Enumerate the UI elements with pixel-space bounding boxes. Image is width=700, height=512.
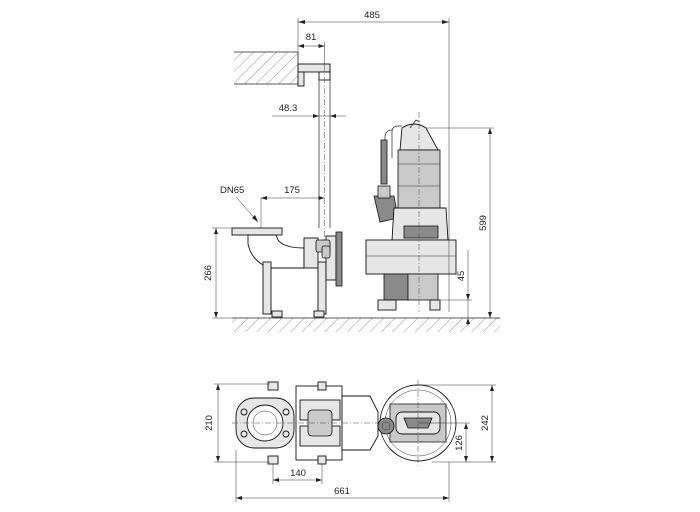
- dimension-242: 242: [418, 384, 496, 463]
- dim-175-label: 175: [284, 185, 300, 196]
- dimension-485: 485: [297, 10, 450, 312]
- dimension-661: 661: [235, 450, 450, 502]
- dimension-81: 81: [298, 32, 325, 66]
- label-dn65: DN65: [220, 185, 259, 223]
- dimension-126: 126: [418, 422, 470, 463]
- dimension-210: 210: [204, 383, 270, 463]
- dim-45-label: 45: [456, 271, 467, 282]
- dim-266-label: 266: [203, 265, 214, 281]
- dimension-48-3: 48.3: [272, 103, 346, 118]
- dim-48-3-label: 48.3: [279, 103, 298, 114]
- dim-81-label: 81: [306, 32, 317, 43]
- ceiling-slab: [234, 51, 299, 85]
- dimension-266: 266: [203, 227, 232, 319]
- floor-slab: [232, 317, 500, 332]
- discharge-bend: [231, 227, 343, 318]
- dim-599-label: 599: [478, 215, 489, 231]
- dim-140-label: 140: [290, 468, 306, 479]
- plan-base-bracket: [232, 381, 384, 465]
- dimension-45: 45: [438, 250, 472, 326]
- dn65-label: DN65: [220, 185, 244, 196]
- dim-661-label: 661: [334, 486, 350, 497]
- dimension-175: 175: [260, 185, 325, 228]
- plan-view: 210 140 661 126: [204, 380, 496, 502]
- side-elevation-view: 485 81 48.3 175 DN65: [203, 10, 500, 332]
- dim-242-label: 242: [480, 415, 491, 431]
- dim-485-label: 485: [364, 10, 380, 21]
- submersible-pump: [365, 112, 457, 312]
- upper-guide-bracket: [297, 63, 331, 87]
- dim-126-label: 126: [454, 435, 465, 451]
- guide-rail-pipe: [318, 66, 331, 240]
- dimension-599: 599: [426, 127, 500, 319]
- dimension-140: 140: [272, 464, 323, 484]
- dim-210-label: 210: [204, 415, 215, 431]
